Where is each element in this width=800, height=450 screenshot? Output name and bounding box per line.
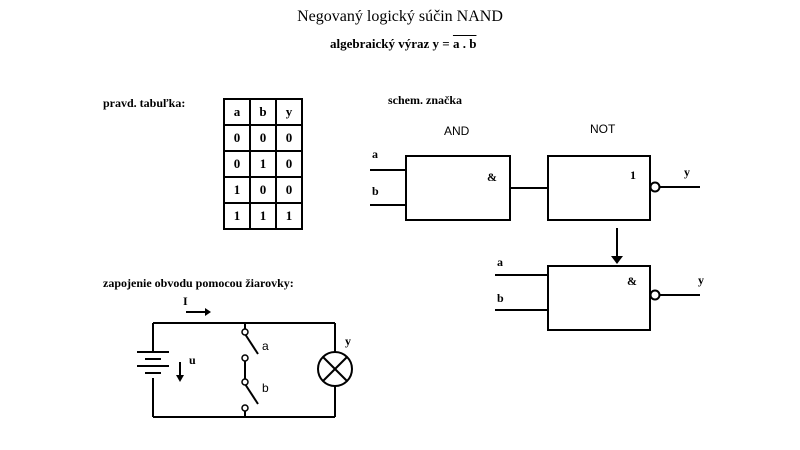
expression-body: a . b bbox=[452, 36, 477, 51]
nand-gate-body bbox=[547, 265, 651, 331]
not-gate-body bbox=[547, 155, 651, 221]
not-inversion-bubble bbox=[649, 181, 661, 193]
not-gate-caption: NOT bbox=[590, 122, 616, 136]
lamp-label: y bbox=[345, 334, 351, 348]
truth-table-header-row: a b y bbox=[223, 98, 303, 126]
and-input-b-label: b bbox=[372, 184, 379, 198]
and-gate-symbol: & bbox=[487, 170, 497, 184]
cell: 1 bbox=[275, 202, 303, 230]
equivalence-arrow-head bbox=[611, 256, 623, 264]
and-gate-caption: AND bbox=[444, 124, 470, 138]
voltage-label: u bbox=[189, 353, 196, 367]
switch-b-contact bbox=[241, 404, 249, 412]
table-row: 0 1 0 bbox=[223, 150, 303, 178]
page-title: Negovaný logický súčin NAND bbox=[297, 8, 503, 25]
switch-a-lever bbox=[244, 333, 259, 355]
header-b: b bbox=[249, 98, 277, 126]
cell: 0 bbox=[223, 124, 251, 152]
cell: 1 bbox=[223, 176, 251, 204]
header-a: a bbox=[223, 98, 251, 126]
cell: 0 bbox=[275, 124, 303, 152]
cell: 0 bbox=[249, 124, 277, 152]
not-output-label: y bbox=[684, 165, 690, 179]
nand-inversion-bubble bbox=[649, 289, 661, 301]
current-label: I bbox=[183, 294, 188, 308]
switch-b-contact bbox=[241, 378, 249, 386]
voltage-arrow-head bbox=[176, 375, 184, 382]
expression-prefix: algebraický výraz y = bbox=[330, 36, 453, 51]
cell: 0 bbox=[249, 176, 277, 204]
table-row: 0 0 0 bbox=[223, 124, 303, 152]
not-gate-symbol: 1 bbox=[630, 168, 636, 182]
truth-table-label: pravd. tabuľka: bbox=[103, 96, 186, 110]
table-row: 1 0 0 bbox=[223, 176, 303, 204]
schematic-label: schem. značka bbox=[388, 93, 462, 107]
header-y: y bbox=[275, 98, 303, 126]
truth-table: a b y 0 0 0 0 1 0 1 0 0 1 1 1 bbox=[223, 98, 303, 230]
cell: 1 bbox=[223, 202, 251, 230]
nand-input-b-label: b bbox=[497, 291, 504, 305]
cell: 1 bbox=[249, 202, 277, 230]
nand-output-label: y bbox=[698, 273, 704, 287]
and-gate-body bbox=[405, 155, 511, 221]
cell: 0 bbox=[223, 150, 251, 178]
nand-input-a-label: a bbox=[497, 255, 503, 269]
current-arrow-head bbox=[205, 308, 211, 316]
cell: 0 bbox=[275, 150, 303, 178]
switch-b-label: b bbox=[262, 381, 269, 395]
and-input-a-label: a bbox=[372, 147, 378, 161]
nand-gate-symbol: & bbox=[627, 274, 637, 288]
algebraic-expression: algebraický výraz y = a . b bbox=[330, 36, 476, 52]
lamp-cross bbox=[322, 356, 348, 382]
cell: 0 bbox=[275, 176, 303, 204]
switch-a-label: a bbox=[262, 339, 269, 353]
lamp-bulb bbox=[317, 351, 353, 387]
circuit-label: zapojenie obvodu pomocou žiarovky: bbox=[103, 276, 294, 290]
table-row: 1 1 1 bbox=[223, 202, 303, 230]
switch-a-contact bbox=[241, 354, 249, 362]
switch-a-contact bbox=[241, 328, 249, 336]
cell: 1 bbox=[249, 150, 277, 178]
switch-b-lever bbox=[244, 383, 259, 405]
